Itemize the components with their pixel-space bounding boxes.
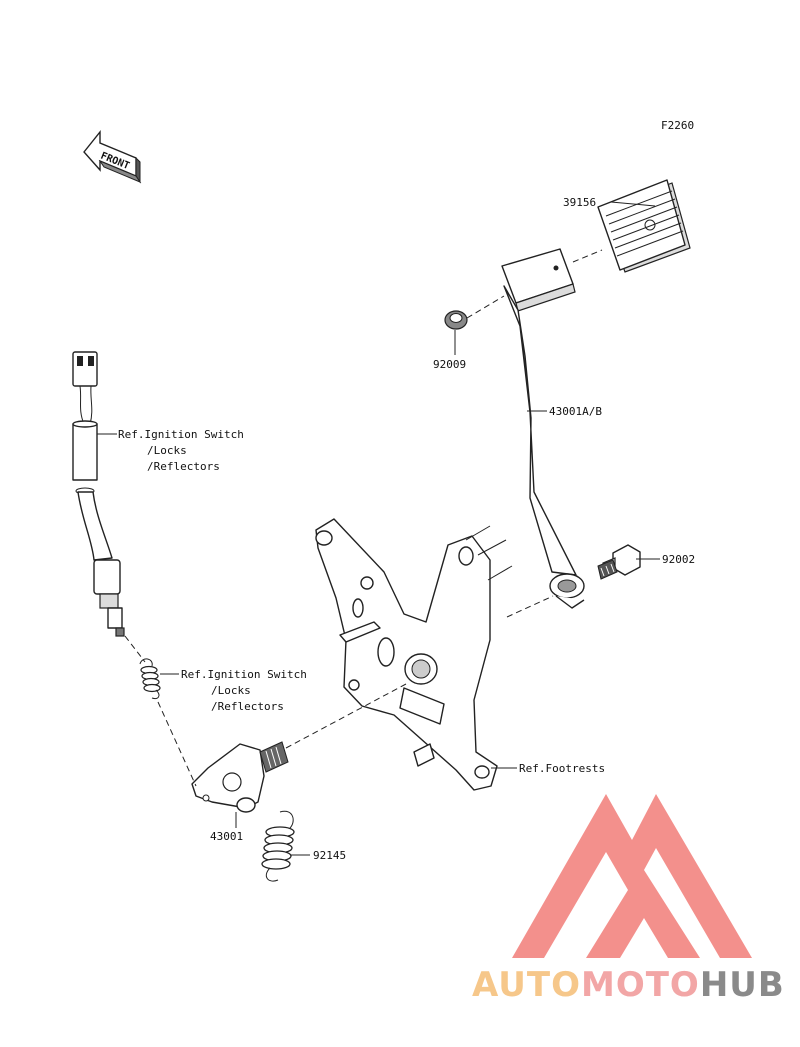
callout-92145: 92145 <box>313 849 346 862</box>
washer-92009 <box>444 310 468 330</box>
ref-note-upper-line3: /Reflectors <box>147 460 220 473</box>
callout-ref-footrests: Ref.Footrests <box>519 762 605 775</box>
spring-92145 <box>261 810 295 882</box>
callout-92002: 92002 <box>662 553 695 566</box>
callout-43001ab: 43001A/B <box>549 405 602 418</box>
ref-note-lower-line1: Ref.Ignition Switch <box>181 668 307 681</box>
leader-arm-to-plate <box>506 595 554 618</box>
automotohub-logo-icon <box>512 794 752 958</box>
front-arrow-icon: FRONT <box>83 130 142 184</box>
leader-pad-to-plate <box>572 249 603 263</box>
switch-spring <box>139 658 161 699</box>
brake-light-switch <box>72 351 125 637</box>
automotohub-wordmark: AUTOMOTOHUB <box>472 965 785 1005</box>
callout-39156: 39156 <box>563 196 596 209</box>
brake-pedal-arm <box>503 285 585 609</box>
bolt-92002 <box>597 544 641 580</box>
callout-leaders <box>97 201 660 856</box>
ref-note-upper-line1: Ref.Ignition Switch <box>118 428 244 441</box>
pedal-pad-39156 <box>597 179 691 273</box>
callout-43001: 43001 <box>210 830 243 843</box>
pivot-centerline <box>285 683 407 749</box>
ref-note-lower-line2: /Locks <box>211 684 251 697</box>
callout-92009: 92009 <box>433 358 466 371</box>
figure-code: F2260 <box>661 119 694 132</box>
ref-note-upper-line2: /Locks <box>147 444 187 457</box>
leader-washer <box>466 295 505 319</box>
svg-text:AUTOMOTOHUB: AUTOMOTOHUB <box>472 965 785 1005</box>
ref-note-lower: Ref.Ignition Switch /Locks /Reflectors <box>181 668 307 713</box>
pedal-plate <box>501 248 576 312</box>
leader-switch-to-spring <box>124 635 146 663</box>
wordmark-part-auto: AUTO <box>472 965 581 1005</box>
footrest-mounting-plate <box>315 518 513 791</box>
wordmark-part-moto: MOTO <box>581 965 700 1005</box>
switch-bracket-43001 <box>191 741 289 813</box>
wordmark-part-hub: HUB <box>700 965 785 1005</box>
leader-spring-to-bracket <box>157 701 197 787</box>
ref-note-upper: Ref.Ignition Switch /Locks /Reflectors <box>118 428 244 473</box>
ref-note-lower-line3: /Reflectors <box>211 700 284 713</box>
